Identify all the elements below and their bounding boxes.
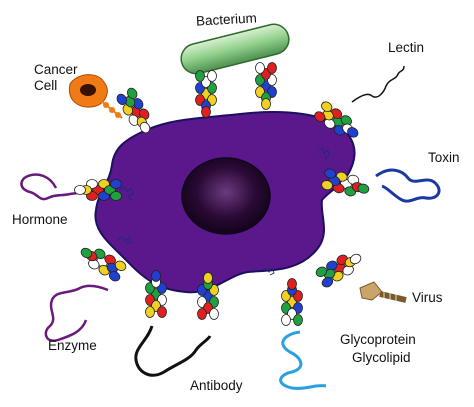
sugar-residue	[321, 277, 334, 288]
sugar-residue	[287, 278, 297, 290]
cluster-left-low	[80, 247, 127, 282]
cluster-right-3	[315, 253, 362, 288]
cluster-bottom-1	[145, 270, 167, 318]
sugar-residue	[315, 266, 328, 277]
label-hormone: Hormone	[12, 212, 68, 227]
label-bacterium: Bacterium	[195, 10, 258, 29]
glycan-clusters	[74, 62, 370, 326]
nucleus	[181, 157, 271, 235]
label-glycolipid: Glycolipid	[352, 350, 411, 365]
cluster-top-2	[255, 62, 277, 110]
sugar-residue	[324, 118, 336, 129]
cluster-right-2	[321, 168, 370, 197]
sugar-residue	[104, 254, 116, 265]
sugar-residue	[201, 106, 211, 118]
sugar-residue	[74, 185, 86, 195]
toxin	[375, 168, 441, 203]
cytoplasm-filaments	[117, 147, 330, 276]
sugar-residue	[110, 191, 122, 201]
sugar-residue	[261, 98, 271, 110]
sugar-residue	[108, 271, 121, 282]
sugar-residue	[207, 70, 217, 82]
sugar-residue	[145, 306, 155, 318]
glycoprotein-chain	[279, 330, 327, 390]
sugar-residue	[80, 247, 93, 259]
sugar-residue	[127, 87, 138, 100]
sugar-residue	[255, 62, 265, 74]
cluster-top-left	[116, 87, 151, 134]
lectin	[351, 65, 405, 103]
sugar-residue	[324, 168, 337, 179]
cluster-bottom-right	[281, 278, 303, 326]
sugar-residue	[333, 125, 346, 136]
sugar-residue	[139, 121, 151, 134]
label-virus: Virus	[412, 290, 443, 305]
sugar-residue	[267, 62, 277, 74]
sugar-residue	[330, 108, 343, 119]
hormone	[20, 173, 101, 201]
bacterium	[180, 23, 290, 75]
sugar-residue	[326, 260, 338, 271]
sugar-residue	[151, 270, 161, 282]
enzyme	[44, 284, 109, 343]
sugar-residue	[293, 314, 303, 326]
sugar-residue	[314, 111, 326, 122]
label-glycoprotein: Glycoprotein	[340, 332, 416, 347]
label-cancer-cell: Cancer Cell	[34, 62, 78, 93]
sugar-residue	[110, 179, 122, 189]
sugar-residue	[203, 272, 213, 284]
sugar-residue	[157, 306, 167, 318]
sugar-residue	[332, 116, 344, 128]
label-lectin: Lectin	[388, 40, 425, 55]
sugar-residue	[128, 114, 139, 126]
sugar-residue	[342, 265, 354, 276]
antibody	[134, 325, 212, 377]
label-enzyme: Enzyme	[48, 338, 97, 353]
sugar-residue	[281, 314, 291, 326]
sugar-residue	[347, 174, 360, 185]
sugar-residue	[209, 308, 219, 320]
sugar-residue	[322, 109, 334, 121]
sugar-residue	[332, 183, 345, 194]
cluster-right-1	[314, 101, 359, 138]
label-toxin: Toxin	[428, 150, 460, 165]
label-antibody: Antibody	[190, 378, 243, 393]
sugar-residue	[114, 260, 127, 271]
sugar-residue	[357, 183, 370, 194]
cluster-left	[74, 179, 122, 201]
virus	[359, 281, 407, 303]
sugar-residue	[349, 253, 362, 265]
sugar-residue	[340, 115, 352, 126]
sugar-residue	[197, 308, 207, 320]
sugar-residue	[347, 127, 359, 138]
sugar-residue	[116, 93, 127, 106]
sugar-residue	[321, 180, 333, 191]
cluster-top-1	[195, 70, 217, 118]
cluster-bottom-2	[197, 272, 219, 320]
cancer-cell	[68, 74, 123, 119]
sugar-residue	[88, 259, 100, 270]
sugar-residue	[321, 101, 333, 113]
sugar-residue	[195, 70, 205, 82]
sugar-residue	[133, 98, 144, 110]
